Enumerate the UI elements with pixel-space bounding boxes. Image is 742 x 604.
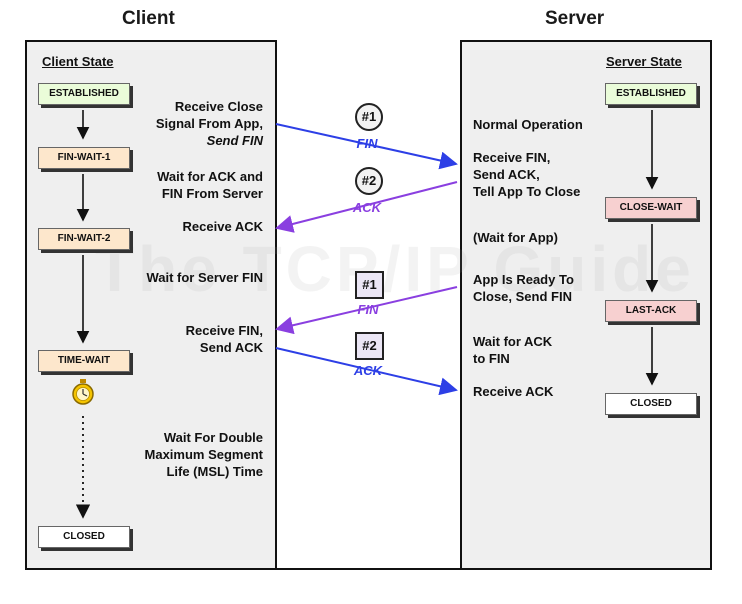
server-state-last-ack: LAST-ACK — [605, 300, 697, 322]
client-state-time-wait: TIME-WAIT — [38, 350, 130, 372]
message-label-ack-client: ACK — [353, 363, 383, 378]
client-event-msl-line: Wait For Double — [163, 430, 263, 445]
stopwatch-icon — [72, 379, 94, 405]
server-event-wait-ack-line: Wait for ACK — [473, 334, 553, 349]
server-event-receive-fin: Receive FIN, Send ACK, Tell App To Close — [473, 149, 580, 200]
server-event-app-ready: App Is Ready To Close, Send FIN — [473, 271, 574, 305]
client-event-receive-close-line: Receive Close — [174, 99, 263, 114]
client-event-msl-line: Maximum Segment — [144, 447, 263, 462]
client-event-wait-line: FIN From Server — [161, 186, 263, 201]
bottom-divider — [25, 568, 712, 570]
server-title: Server — [545, 8, 605, 29]
client-event-receive-fin: Receive FIN, Send ACK — [120, 322, 263, 356]
client-event-msl-line: Life (MSL) Time — [166, 464, 263, 479]
server-event-receive-ack: Receive ACK — [473, 384, 554, 399]
client-event-wait-msl: Wait For Double Maximum Segment Life (MS… — [110, 429, 263, 480]
message-tag-3: #1 — [355, 271, 384, 299]
server-event-normal-operation: Normal Operation — [473, 117, 583, 132]
server-event-wait-ack: Wait for ACK to FIN — [473, 333, 552, 367]
message-tag-2: #2 — [355, 167, 383, 195]
server-event-receive-fin-line: Tell App To Close — [473, 184, 581, 199]
message-arrow-fin-1 — [275, 123, 458, 170]
server-state-established: ESTABLISHED — [605, 83, 697, 105]
server-event-app-ready-line: Close, Send FIN — [473, 289, 572, 304]
message-label-fin-server: FIN — [357, 302, 379, 317]
message-arrow-ack-2 — [275, 181, 458, 233]
client-event-receive-fin-line: Send ACK — [199, 340, 263, 355]
client-event-wait-server-fin: Wait for Server FIN — [146, 270, 263, 285]
server-event-wait-app: (Wait for App) — [473, 230, 558, 245]
client-panel — [25, 40, 277, 570]
message-tag-4: #2 — [355, 332, 384, 360]
watermark: The TCP/IP Guide — [95, 233, 695, 305]
message-label-ack: ACK — [352, 200, 382, 215]
client-event-wait-ack-fin: Wait for ACK and FIN From Server — [120, 168, 263, 202]
message-arrow-fin-1-server — [275, 286, 458, 335]
server-state-heading: Server State — [606, 54, 682, 69]
server-event-receive-fin-line: Receive FIN, — [473, 150, 551, 165]
client-event-receive-fin-line: Receive FIN, — [185, 323, 263, 338]
message-arrow-ack-2-client — [275, 347, 458, 396]
client-event-receive-ack: Receive ACK — [182, 219, 263, 234]
client-state-established: ESTABLISHED — [38, 83, 130, 105]
client-event-receive-close: Receive Close Signal From App, Send FIN — [120, 98, 263, 149]
server-event-app-ready-line: App Is Ready To — [473, 272, 574, 287]
client-event-receive-close-line: Send FIN — [206, 133, 263, 148]
client-state-closed: CLOSED — [38, 526, 130, 548]
message-tag-1: #1 — [355, 103, 383, 131]
server-state-close-wait: CLOSE-WAIT — [605, 197, 697, 219]
server-event-receive-fin-line: Send ACK, — [473, 167, 540, 182]
server-event-wait-ack-line: to FIN — [473, 351, 510, 366]
client-event-receive-close-line: Signal From App, — [155, 116, 263, 131]
server-state-closed: CLOSED — [605, 393, 697, 415]
client-state-fin-wait-2: FIN-WAIT-2 — [38, 228, 130, 250]
message-label-fin: FIN — [356, 136, 378, 151]
client-state-heading: Client State — [42, 54, 114, 69]
client-state-fin-wait-1: FIN-WAIT-1 — [38, 147, 130, 169]
client-event-wait-line: Wait for ACK and — [157, 169, 263, 184]
top-divider — [460, 40, 712, 42]
client-title: Client — [122, 8, 175, 29]
